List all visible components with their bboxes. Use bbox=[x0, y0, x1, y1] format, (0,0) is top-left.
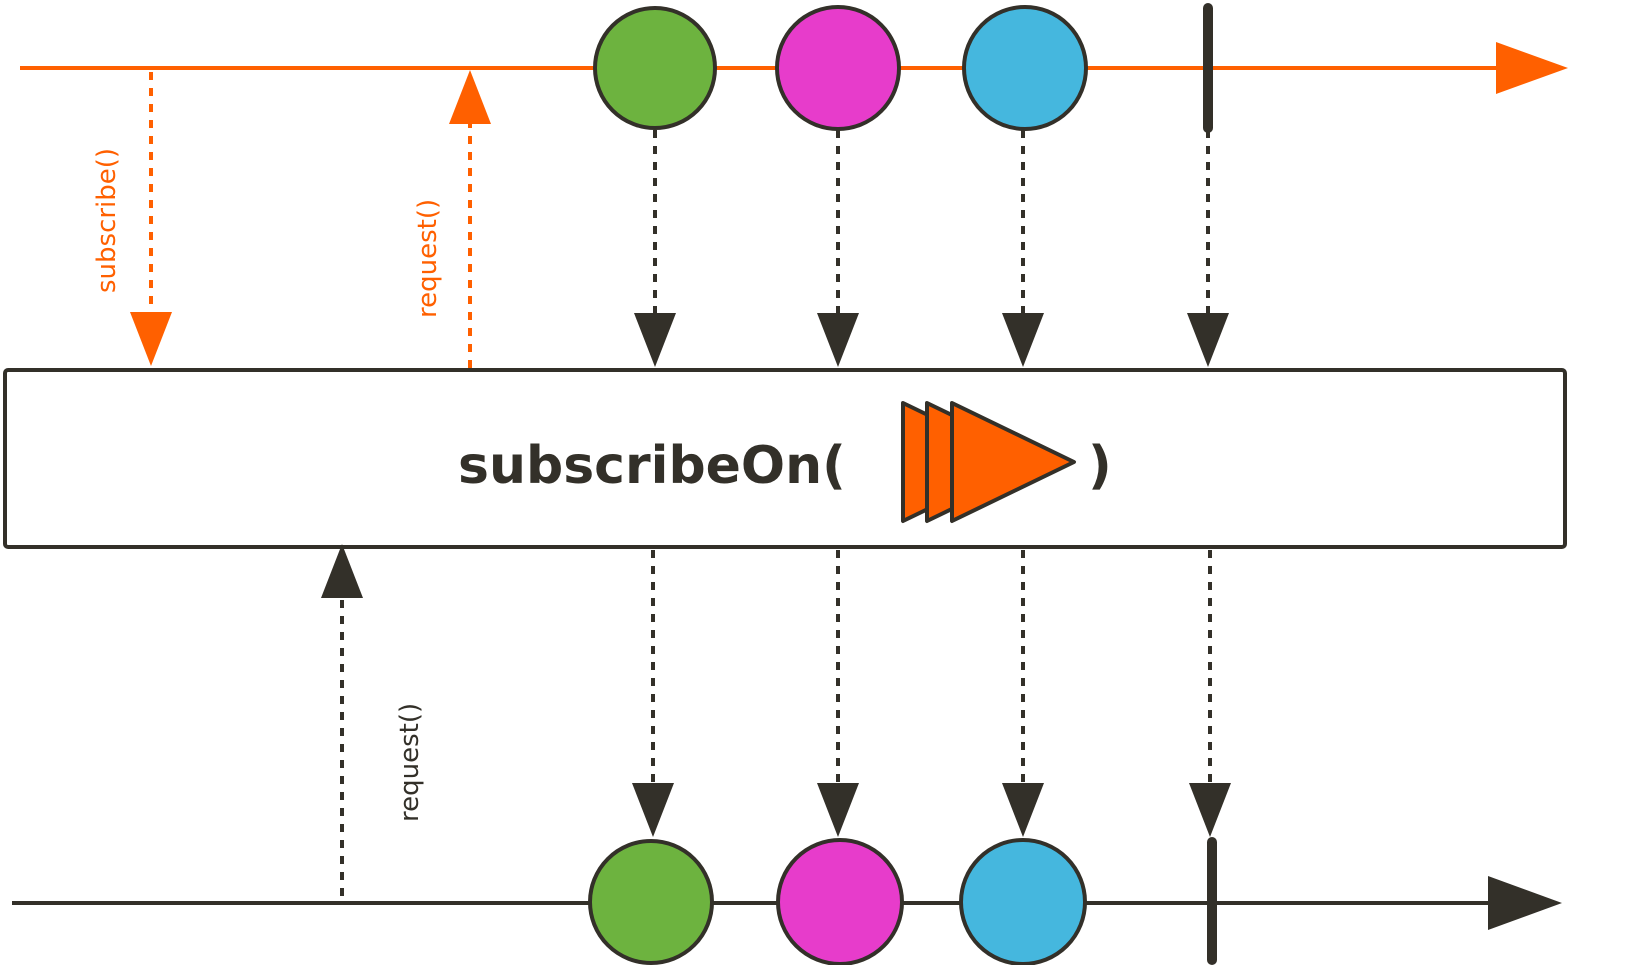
completion-arrowhead bbox=[1187, 313, 1229, 367]
upstream-items bbox=[593, 3, 1213, 133]
upstream-marble-green bbox=[593, 6, 717, 130]
upstream-marble-magenta bbox=[775, 5, 901, 131]
downstream-request-label: request() bbox=[395, 703, 425, 822]
subscribe-arrowhead bbox=[130, 312, 172, 366]
downstream-timeline bbox=[12, 876, 1562, 930]
emission-arrowhead bbox=[1002, 783, 1044, 837]
downstream-request-signal: request() bbox=[321, 544, 425, 900]
emission-arrowhead bbox=[817, 783, 859, 837]
emission-arrowhead bbox=[1002, 313, 1044, 367]
upstream-arrowhead bbox=[1496, 42, 1568, 94]
downstream-marble-blue bbox=[959, 838, 1087, 965]
downstream-arrowhead bbox=[1488, 876, 1562, 930]
downstream-marble-green bbox=[588, 839, 714, 965]
subscribe-label: subscribe() bbox=[92, 148, 122, 293]
completion-arrowhead bbox=[1189, 783, 1231, 837]
upstream-timeline bbox=[20, 42, 1568, 94]
subscribe-signal: subscribe() bbox=[92, 72, 172, 366]
upstream-marble-blue bbox=[962, 5, 1088, 131]
downstream-emission-arrows bbox=[632, 550, 1231, 837]
upstream-emission-arrows bbox=[634, 130, 1229, 367]
operator-close-paren: ) bbox=[1088, 436, 1112, 496]
upstream-request-arrowhead bbox=[449, 70, 491, 124]
emission-arrowhead bbox=[817, 313, 859, 367]
operator-box: subscribeOn( ) bbox=[3, 368, 1567, 549]
upstream-request-label: request() bbox=[413, 199, 443, 318]
downstream-items bbox=[588, 837, 1217, 965]
emission-arrowhead bbox=[634, 313, 676, 367]
operator-name: subscribeOn( bbox=[458, 436, 846, 496]
emission-arrowhead bbox=[632, 783, 674, 837]
scheduler-fast-forward-icon bbox=[901, 401, 1076, 523]
operator-rect bbox=[3, 368, 1567, 549]
downstream-marble-magenta bbox=[776, 838, 904, 965]
downstream-request-arrowhead bbox=[321, 544, 363, 598]
upstream-request-signal: request() bbox=[413, 70, 491, 372]
